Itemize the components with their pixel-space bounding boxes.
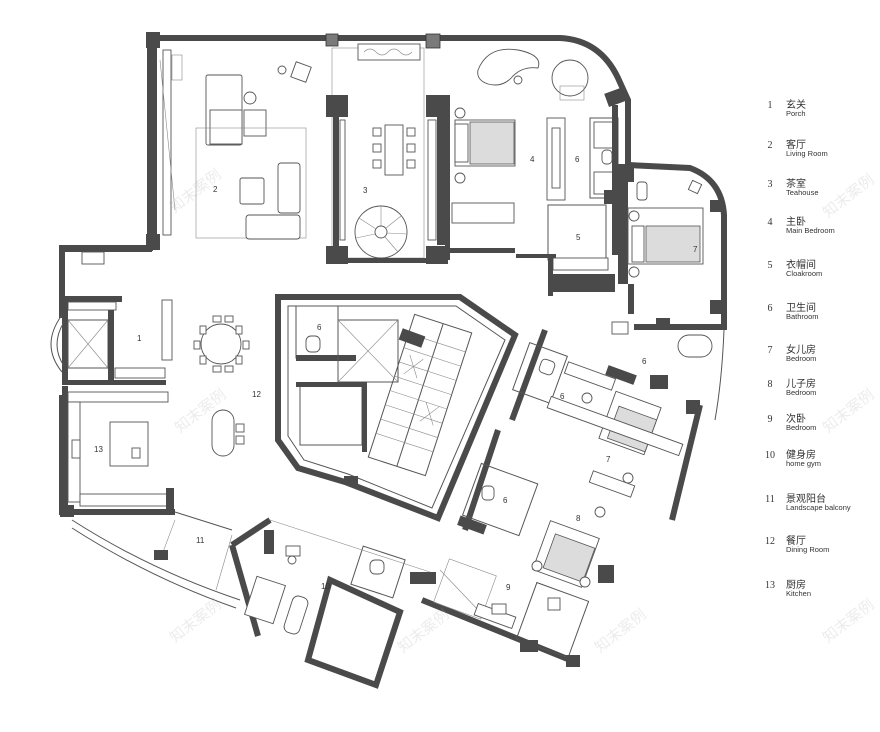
room-label-bath-son: 6 (503, 496, 508, 505)
room-label-porch: 1 (137, 334, 142, 343)
legend-label-zh: 卫生间 (786, 303, 816, 314)
room-label-daughter: 7 (606, 455, 611, 464)
legend-number: 11 (765, 494, 775, 505)
legend-label-zh: 茶室 (786, 179, 806, 190)
legend-label-en: Porch (786, 109, 806, 118)
legend-label-en: Living Room (786, 149, 828, 158)
legend-number: 2 (767, 140, 773, 151)
dining-room: 12 (193, 315, 261, 457)
teahouse: 3 (326, 43, 450, 264)
legend-label-en: Teahouse (786, 188, 819, 197)
legend-label-en: Bedroom (786, 354, 817, 363)
room-label-daughter-top: 7 (693, 245, 698, 254)
room-label-bath-master: 6 (575, 155, 580, 164)
floor-plan: 2 3 (50, 32, 727, 689)
legend-label-en: Kitchen (786, 589, 812, 598)
legend-number: 7 (767, 345, 773, 356)
room-label-bath-daughter: 6 (560, 392, 565, 401)
master-suite: 4 6 5 (445, 48, 628, 296)
legend-number: 10 (765, 450, 775, 461)
legend-number: 8 (767, 379, 773, 390)
home-gym: 10 (229, 517, 436, 689)
legend-number: 12 (765, 536, 775, 547)
legend-number: 3 (767, 179, 773, 190)
stair-core: 6 (275, 294, 519, 522)
room-label-balcony: 11 (196, 536, 205, 545)
legend-label-en: Bedroom (786, 388, 817, 397)
legend-label-zh: 次卧 (786, 414, 806, 425)
room-label-dining: 12 (252, 390, 261, 399)
room-label-gym: 10 (321, 582, 330, 591)
legend-label-zh: 厨房 (786, 580, 806, 591)
legend-label-zh: 女儿房 (786, 345, 816, 356)
legend-label-en: Bedroom (786, 423, 817, 432)
room-label-bath-right: 6 (642, 357, 647, 366)
legend-label-zh: 玄关 (786, 100, 806, 111)
legend-number: 4 (767, 217, 773, 228)
legend-label-en: home gym (786, 459, 822, 468)
son-room: 6 8 (457, 429, 614, 588)
room-label-son: 8 (576, 514, 581, 523)
legend-label-zh: 儿子房 (786, 379, 816, 390)
living-room: 2 (146, 32, 441, 250)
room-label-kitchen: 13 (94, 445, 103, 454)
legend-label-en: Landscape balcony (786, 503, 851, 512)
legend-label-zh: 餐厅 (786, 536, 806, 547)
room-label-teahouse: 3 (363, 186, 368, 195)
bedroom-2: 9 (420, 558, 590, 667)
room-label-cloakroom: 5 (576, 233, 581, 242)
legend-number: 1 (767, 100, 773, 111)
room-label-bath-stair: 6 (317, 323, 322, 332)
porch: 1 (50, 248, 173, 385)
room-label-main-bedroom: 4 (530, 155, 535, 164)
legend-label-zh: 景观阳台 (786, 494, 826, 505)
legend-number: 13 (765, 580, 775, 591)
legend-label-en: Dining Room (786, 545, 830, 554)
kitchen: 13 (60, 386, 174, 517)
legend-number: 5 (767, 260, 773, 271)
legend-number: 6 (767, 303, 773, 314)
legend-label-zh: 健身房 (786, 450, 816, 461)
landscape-balcony: 11 (154, 511, 431, 591)
room-label-living: 2 (213, 185, 218, 194)
legend-label-zh: 衣帽间 (786, 260, 816, 271)
legend-label-en: Cloakroom (786, 269, 823, 278)
legend-label-en: Bathroom (786, 312, 819, 321)
legend-label-zh: 客厅 (786, 140, 806, 151)
daughter-room: 6 7 6 (509, 321, 713, 521)
legend-number: 9 (767, 414, 773, 425)
room-label-bedroom2: 9 (506, 583, 511, 592)
legend-label-en: Main Bedroom (786, 226, 835, 235)
legend-label-zh: 主卧 (786, 217, 806, 228)
daughter-room-top: 7 (618, 164, 724, 330)
